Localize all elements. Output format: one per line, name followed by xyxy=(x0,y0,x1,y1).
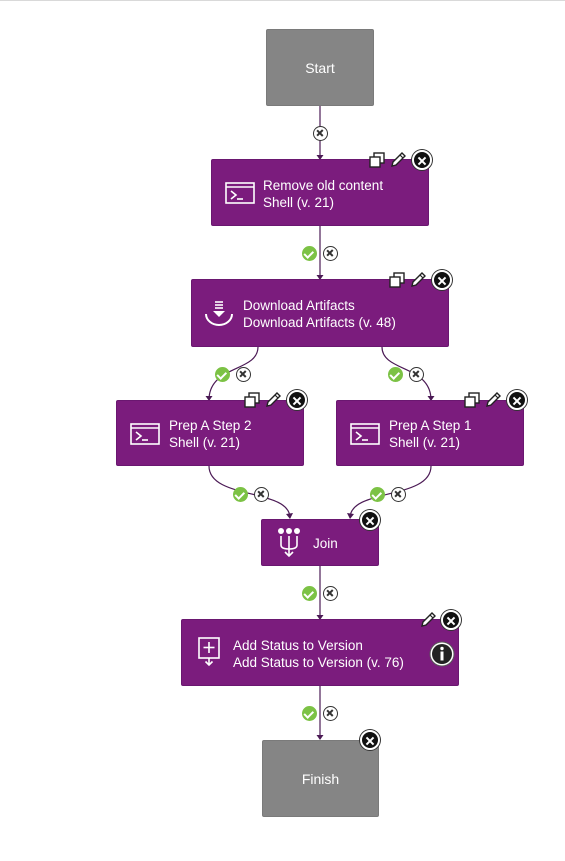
step-title: Prep A Step 1 xyxy=(389,418,472,433)
delete-icon[interactable] xyxy=(360,510,380,530)
arrowhead xyxy=(316,275,324,280)
step-download-artifacts[interactable]: Download Artifacts Download Artifacts (v… xyxy=(191,279,449,347)
top-divider xyxy=(0,0,565,1)
delete-icon[interactable] xyxy=(360,730,380,750)
success-condition-icon[interactable] xyxy=(302,706,317,721)
join-node[interactable]: Join xyxy=(261,519,379,566)
edge-download-to-prep-a-2 xyxy=(208,346,259,401)
start-label: Start xyxy=(305,59,335,76)
arrowhead xyxy=(316,615,324,620)
success-condition-icon[interactable] xyxy=(388,367,403,382)
arrowhead xyxy=(316,155,324,160)
terminal-icon xyxy=(225,182,255,204)
info-icon[interactable] xyxy=(429,641,455,667)
download-icon xyxy=(205,301,233,326)
step-title: Download Artifacts xyxy=(243,298,355,313)
failure-condition-icon[interactable] xyxy=(254,487,269,502)
edit-icon[interactable] xyxy=(419,611,437,629)
edit-icon[interactable] xyxy=(389,151,407,169)
step-prep-a-step-2[interactable]: Prep A Step 2 Shell (v. 21) xyxy=(116,400,304,466)
failure-condition-icon[interactable] xyxy=(313,126,328,141)
delete-icon[interactable] xyxy=(507,390,527,410)
step-subtitle: Shell (v. 21) xyxy=(169,435,241,450)
step-title: Add Status to Version xyxy=(233,638,363,653)
edit-icon[interactable] xyxy=(484,391,502,409)
success-condition-icon[interactable] xyxy=(215,367,230,382)
step-subtitle: Add Status to Version (v. 76) xyxy=(233,655,404,670)
step-add-status-to-version[interactable]: Add Status to Version Add Status to Vers… xyxy=(181,619,459,686)
step-subtitle: Shell (v. 21) xyxy=(389,435,461,450)
failure-condition-icon[interactable] xyxy=(323,246,338,261)
copy-icon[interactable] xyxy=(244,392,260,408)
finish-node[interactable]: Finish xyxy=(262,740,379,817)
failure-condition-icon[interactable] xyxy=(391,487,406,502)
step-title: Remove old content xyxy=(263,178,384,193)
success-condition-icon[interactable] xyxy=(302,586,317,601)
arrowhead xyxy=(316,735,324,740)
step-title: Prep A Step 2 xyxy=(169,418,252,433)
failure-condition-icon[interactable] xyxy=(409,367,424,382)
add-status-icon xyxy=(198,637,220,667)
delete-icon[interactable] xyxy=(432,270,452,290)
copy-icon[interactable] xyxy=(464,392,480,408)
edge-download-to-prep-a-1 xyxy=(381,346,432,401)
join-label: Join xyxy=(313,536,338,551)
failure-condition-icon[interactable] xyxy=(323,706,338,721)
step-remove-old-content[interactable]: Remove old content Shell (v. 21) xyxy=(211,159,429,226)
delete-icon[interactable] xyxy=(412,150,432,170)
finish-label: Finish xyxy=(301,770,340,787)
failure-condition-icon[interactable] xyxy=(236,367,251,382)
success-condition-icon[interactable] xyxy=(302,246,317,261)
copy-icon[interactable] xyxy=(389,272,405,288)
arrowhead xyxy=(427,396,435,401)
success-condition-icon[interactable] xyxy=(370,487,385,502)
arrowhead xyxy=(286,513,293,519)
success-condition-icon[interactable] xyxy=(233,487,248,502)
join-icon xyxy=(278,528,300,558)
step-subtitle: Shell (v. 21) xyxy=(263,195,335,210)
arrowhead xyxy=(347,513,354,519)
arrowhead xyxy=(205,396,213,401)
edge-prep-a-2-to-join xyxy=(208,465,291,519)
copy-icon[interactable] xyxy=(369,152,385,168)
delete-icon[interactable] xyxy=(287,390,307,410)
terminal-icon xyxy=(350,423,380,445)
edit-icon[interactable] xyxy=(409,271,427,289)
delete-icon[interactable] xyxy=(441,610,461,630)
step-subtitle: Download Artifacts (v. 48) xyxy=(243,315,396,330)
terminal-icon xyxy=(130,423,160,445)
start-node[interactable]: Start xyxy=(266,29,374,106)
edit-icon[interactable] xyxy=(264,391,282,409)
failure-condition-icon[interactable] xyxy=(323,586,338,601)
step-prep-a-step-1[interactable]: Prep A Step 1 Shell (v. 21) xyxy=(336,400,524,466)
